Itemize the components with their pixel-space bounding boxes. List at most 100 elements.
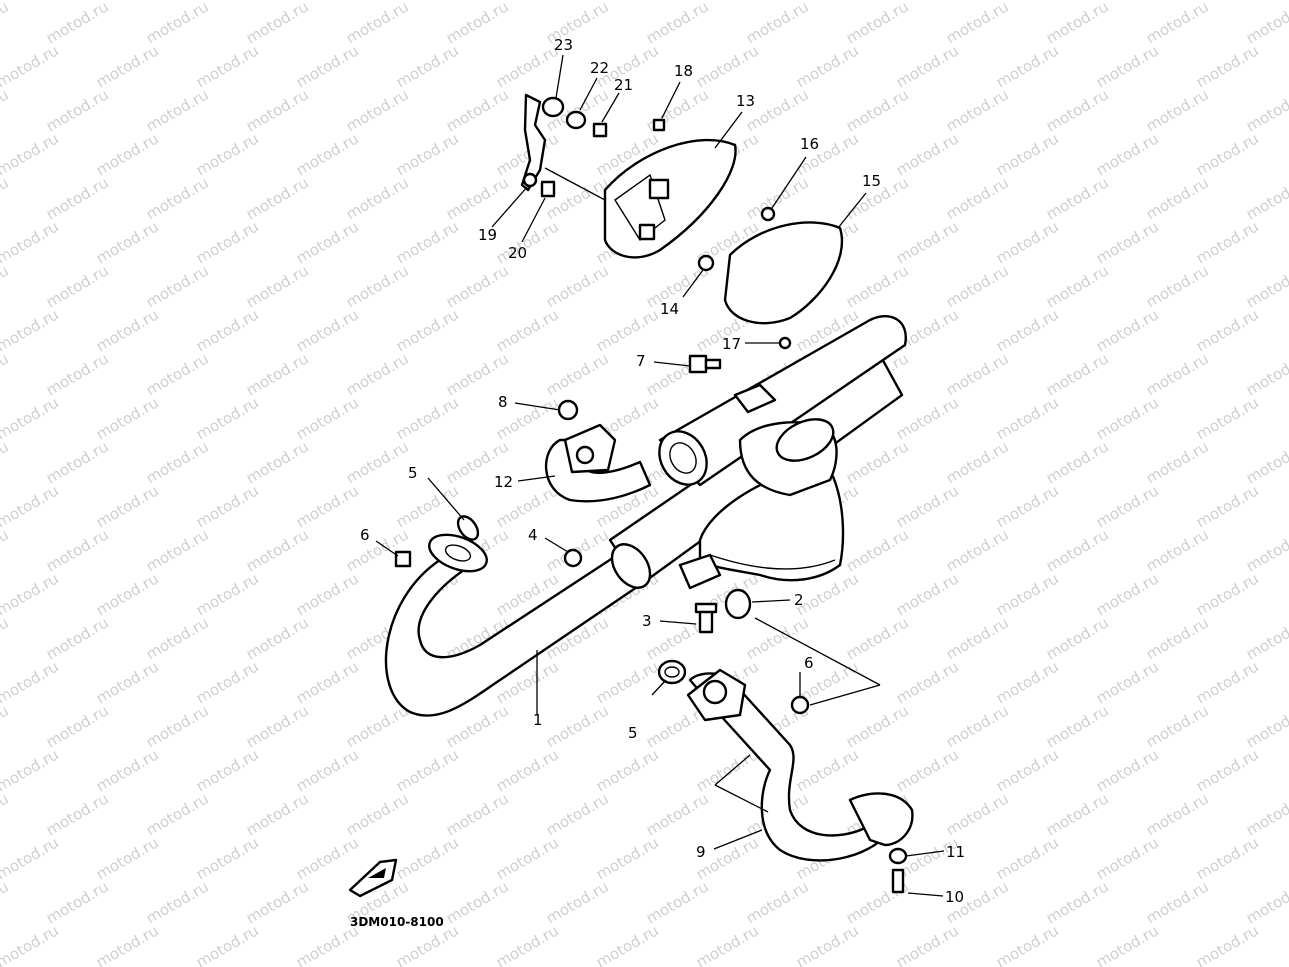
part-9-rear-pipe: [686, 668, 914, 862]
watermark-text: motod.ru: [1093, 217, 1162, 267]
watermark-text: motod.ru: [443, 85, 512, 135]
watermark-text: motod.ru: [643, 0, 712, 47]
watermark-text: motod.ru: [293, 41, 362, 91]
watermark-text: motod.ru: [93, 217, 162, 267]
watermark-text: motod.ru: [693, 921, 762, 967]
watermark-text: motod.ru: [443, 0, 512, 47]
watermark-text: motod.ru: [343, 437, 412, 487]
watermark-text: motod.ru: [493, 921, 562, 967]
watermark-text: motod.ru: [143, 261, 212, 311]
watermark-text: motod.ru: [943, 525, 1012, 575]
watermark-text: motod.ru: [43, 877, 112, 927]
callout-13: 13: [736, 92, 755, 110]
watermark-text: motod.ru: [1143, 525, 1212, 575]
callout-18: 18: [674, 62, 693, 80]
watermark-text: motod.ru: [1193, 569, 1262, 619]
part-13-heat-shield: [603, 138, 737, 259]
watermark-text: motod.ru: [0, 85, 12, 135]
watermark-text: motod.ru: [1243, 349, 1289, 399]
watermark-text: motod.ru: [843, 0, 912, 47]
watermark-text: motod.ru: [193, 129, 262, 179]
watermark-text: motod.ru: [693, 745, 762, 795]
watermark-text: motod.ru: [943, 437, 1012, 487]
watermark-text: motod.ru: [143, 789, 212, 839]
callout-5-lower: 5: [628, 724, 638, 742]
part-22-washer: [565, 110, 587, 130]
watermark-text: motod.ru: [0, 0, 12, 47]
watermark-text: motod.ru: [993, 393, 1062, 443]
watermark-text: motod.ru: [343, 701, 412, 751]
watermark-text: motod.ru: [643, 877, 712, 927]
watermark-text: motod.ru: [1043, 349, 1112, 399]
watermark-text: motod.ru: [943, 349, 1012, 399]
watermark-text: motod.ru: [93, 833, 162, 883]
watermark-text: motod.ru: [443, 261, 512, 311]
watermark-text: motod.ru: [793, 745, 862, 795]
watermark-text: motod.ru: [543, 701, 612, 751]
watermark-text: motod.ru: [293, 217, 362, 267]
callout-5-upper: 5: [408, 464, 418, 482]
watermark-text: motod.ru: [193, 305, 262, 355]
watermark-text: motod.ru: [1243, 877, 1289, 927]
callout-3: 3: [642, 612, 652, 630]
watermark-text: motod.ru: [843, 701, 912, 751]
watermark-text: motod.ru: [443, 877, 512, 927]
watermark-text: motod.ru: [343, 0, 412, 47]
part-muffler-body: [658, 315, 907, 487]
watermark-text: motod.ru: [993, 569, 1062, 619]
watermark-text: motod.ru: [593, 305, 662, 355]
watermark-text: motod.ru: [1093, 305, 1162, 355]
watermark-text: motod.ru: [943, 789, 1012, 839]
watermark-text: motod.ru: [0, 481, 62, 531]
part-18-nut: [652, 118, 666, 132]
watermark-text: motod.ru: [243, 525, 312, 575]
callout-22: 22: [590, 59, 609, 77]
watermark-text: motod.ru: [443, 349, 512, 399]
watermark-text: motod.ru: [393, 481, 462, 531]
watermark-text: motod.ru: [93, 129, 162, 179]
watermark-text: motod.ru: [243, 437, 312, 487]
watermark-text: motod.ru: [1043, 0, 1112, 47]
watermark-text: motod.ru: [793, 41, 862, 91]
callout-23: 23: [554, 36, 573, 54]
watermark-text: motod.ru: [543, 877, 612, 927]
watermark-text: motod.ru: [43, 0, 112, 47]
part-7-bolt: [688, 354, 722, 374]
callout-15: 15: [862, 172, 881, 190]
part-4-nut: [563, 548, 583, 568]
watermark-text: motod.ru: [1043, 789, 1112, 839]
watermark-text: motod.ru: [393, 833, 462, 883]
watermark-text: motod.ru: [293, 393, 362, 443]
callout-1: 1: [533, 711, 543, 729]
watermark-text: motod.ru: [0, 349, 12, 399]
part-2-bush: [724, 588, 752, 620]
callout-6-right: 6: [804, 654, 814, 672]
watermark-text: motod.ru: [243, 261, 312, 311]
watermark-text: motod.ru: [393, 217, 462, 267]
watermark-text: motod.ru: [993, 41, 1062, 91]
watermark-text: motod.ru: [1143, 0, 1212, 47]
watermark-text: motod.ru: [93, 41, 162, 91]
watermark-text: motod.ru: [93, 745, 162, 795]
watermark-text: motod.ru: [143, 525, 212, 575]
watermark-text: motod.ru: [1143, 349, 1212, 399]
watermark-text: motod.ru: [343, 173, 412, 223]
watermark-text: motod.ru: [1193, 921, 1262, 967]
watermark-text: motod.ru: [0, 525, 12, 575]
watermark-text: motod.ru: [43, 701, 112, 751]
watermark-text: motod.ru: [193, 745, 262, 795]
watermark-text: motod.ru: [1093, 657, 1162, 707]
watermark-text: motod.ru: [0, 701, 12, 751]
watermark-text: motod.ru: [43, 261, 112, 311]
watermark-text: motod.ru: [993, 129, 1062, 179]
watermark-text: motod.ru: [1143, 789, 1212, 839]
watermark-text: motod.ru: [1193, 129, 1262, 179]
watermark-text: motod.ru: [893, 657, 962, 707]
watermark-text: motod.ru: [343, 525, 412, 575]
watermark-text: motod.ru: [1243, 789, 1289, 839]
watermark-text: motod.ru: [1143, 261, 1212, 311]
watermark-text: motod.ru: [193, 657, 262, 707]
watermark-text: motod.ru: [0, 833, 62, 883]
watermark-text: motod.ru: [393, 745, 462, 795]
part-19-bracket: [520, 93, 547, 192]
